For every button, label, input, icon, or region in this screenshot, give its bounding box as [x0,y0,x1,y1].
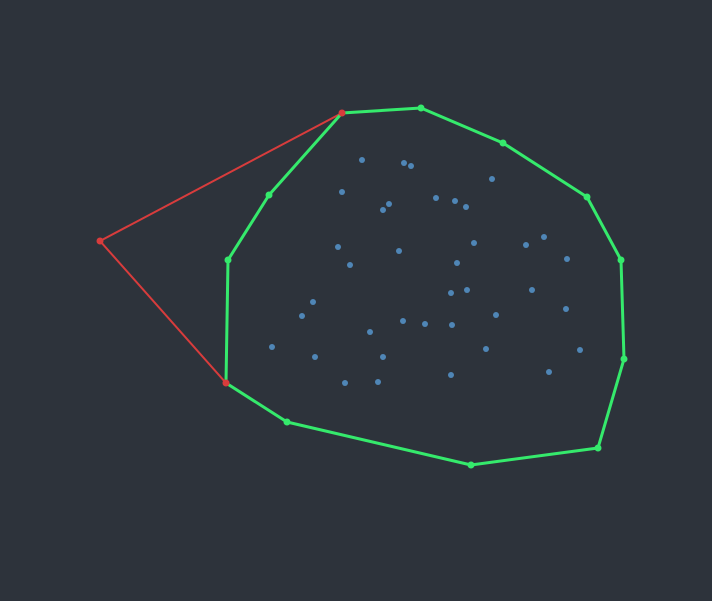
interior-point [433,195,439,201]
hull-edge [226,193,271,262]
interior-points [269,157,583,386]
interior-point [335,244,341,250]
interior-point [471,240,477,246]
interior-point [380,354,386,360]
hull-vertex [583,193,591,201]
interior-point [523,242,529,248]
interior-point [359,157,365,163]
hull-edge [267,111,344,197]
interior-point [563,306,569,312]
interior-point [464,287,470,293]
interior-point [529,287,535,293]
tangent-lines [99,112,343,384]
interior-point [375,379,381,385]
hull-edge [596,357,626,450]
interior-point [422,321,428,327]
hull-vertex [594,444,602,452]
tangent-line-upper [99,112,343,242]
interior-point [564,256,570,262]
interior-point [269,344,275,350]
interior-point [493,312,499,318]
interior-point [408,163,414,169]
hull-edge [501,141,589,199]
hull-vertices [96,104,628,469]
tangent-vertex [222,379,230,387]
convex-hull [224,106,626,467]
interior-point [454,260,460,266]
interior-point [463,204,469,210]
interior-point [299,313,305,319]
interior-point [400,318,406,324]
interior-point [489,176,495,182]
hull-vertex [224,256,232,264]
hull-vertex [283,418,291,426]
tangent-line-lower [99,240,227,384]
tangent-vertex [338,109,346,117]
hull-edge [224,381,289,424]
interior-point [452,198,458,204]
interior-point [396,248,402,254]
hull-edge [340,106,423,115]
hull-vertex [417,104,425,112]
interior-point [577,347,583,353]
interior-point [347,262,353,268]
interior-point [339,189,345,195]
interior-point [312,354,318,360]
hull-edge [419,106,505,145]
interior-point [342,380,348,386]
hull-edge [585,195,623,262]
interior-point [448,372,454,378]
interior-point [386,201,392,207]
interior-point [448,290,454,296]
new-point [96,237,104,245]
hull-vertex [617,256,625,264]
interior-point [380,207,386,213]
hull-vertex [620,355,628,363]
hull-edge [285,420,473,467]
hull-edge [619,258,626,361]
interior-point [367,329,373,335]
hull-vertex [467,461,475,469]
interior-point [541,234,547,240]
interior-point [546,369,552,375]
hull-vertex [499,139,507,147]
hull-edge [469,446,600,467]
hull-edge [224,258,230,385]
interior-point [483,346,489,352]
interior-point [310,299,316,305]
hull-vertex [265,191,273,199]
interior-point [401,160,407,166]
interior-point [449,322,455,328]
